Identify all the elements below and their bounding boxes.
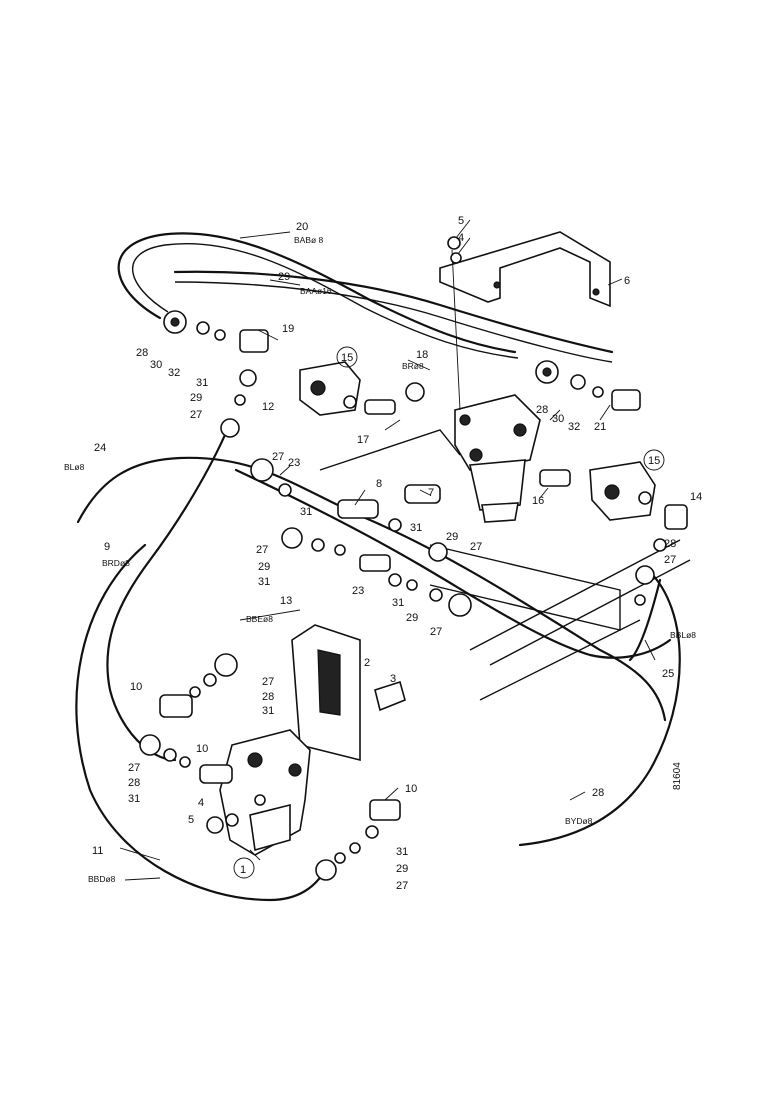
callout-c13: 13 — [280, 595, 292, 607]
hose-11 — [75, 543, 324, 902]
circled-callouts — [233, 346, 665, 879]
callout-c12: 12 — [262, 401, 274, 413]
callout-c31_g: 31 — [128, 793, 140, 805]
callout-c29_e: 29 — [396, 863, 408, 875]
callout-c28_f: 28 — [592, 787, 604, 799]
callout-c28_c: 28 — [664, 538, 676, 550]
callout-c23: 23 — [288, 457, 300, 469]
callout-c15_left: 15 — [341, 352, 353, 364]
valve-central — [451, 249, 541, 523]
hose-24 — [76, 456, 667, 722]
callout-c31_a: 31 — [196, 377, 208, 389]
callout-c31_h: 31 — [396, 846, 408, 858]
frame-rails — [319, 429, 691, 701]
hose-9 — [106, 426, 230, 762]
code-item24: BLø8 — [64, 462, 85, 472]
callout-c8: 8 — [376, 478, 382, 490]
callout-c7: 7 — [428, 487, 434, 499]
code-item29: BAAø16 — [300, 286, 332, 296]
callout-c2: 2 — [364, 657, 370, 669]
callout-c31_b: 31 — [300, 506, 312, 518]
callout-c4_bot: 4 — [198, 797, 204, 809]
callout-c10_b: 10 — [196, 743, 208, 755]
callout-c1: 1 — [240, 864, 246, 876]
callout-c27_f: 27 — [430, 626, 442, 638]
callout-c27_g: 27 — [262, 676, 274, 688]
callout-c3: 3 — [390, 673, 396, 685]
callout-c28_e: 28 — [128, 777, 140, 789]
callout-c31_f: 31 — [262, 705, 274, 717]
hose-20-top-inner — [132, 242, 519, 359]
callout-c21: 21 — [594, 421, 606, 433]
callout-c23_b: 23 — [352, 585, 364, 597]
callout-c32_left: 32 — [168, 367, 180, 379]
valve-15-left — [299, 361, 361, 416]
callout-c30_right: 30 — [552, 413, 564, 425]
callout-c31_d: 31 — [258, 576, 270, 588]
callout-c6: 6 — [624, 275, 630, 287]
callout-c5_top: 5 — [458, 215, 464, 227]
callout-c17: 17 — [357, 434, 369, 446]
callout-c31_e: 31 — [392, 597, 404, 609]
callout-c19: 19 — [282, 323, 294, 335]
callout-c27_i: 27 — [396, 880, 408, 892]
hose-28 — [518, 568, 681, 847]
callout-c27_b: 27 — [272, 451, 284, 463]
callout-c32_right: 32 — [568, 421, 580, 433]
hose-29-top-inner — [174, 281, 613, 363]
hose-25 — [628, 578, 662, 662]
callout-c28_right: 28 — [536, 404, 548, 416]
callout-c10_c: 10 — [405, 783, 417, 795]
hose-20-top — [117, 232, 517, 354]
hose-13 — [234, 468, 672, 659]
hoses — [75, 232, 681, 902]
valve-15-right — [589, 461, 656, 521]
callout-c28_d: 28 — [262, 691, 274, 703]
hose-29-top — [173, 270, 614, 354]
code-item9: BRDø8 — [102, 558, 130, 568]
code-item13: BBEø8 — [246, 614, 273, 624]
fittings — [139, 236, 688, 881]
callout-c10_a: 10 — [130, 681, 142, 693]
code-item25: BBLø8 — [670, 630, 696, 640]
callout-c11: 11 — [92, 845, 103, 857]
callout-c27_d: 27 — [664, 554, 676, 566]
callout-c15_right: 15 — [648, 455, 660, 467]
bracket-6 — [439, 231, 611, 308]
hose-codes: BABø 8 BAAø16 BRø8 BLø8 BRDø8 BBEø8 BBLø… — [64, 235, 696, 884]
callout-c29_a: 29 — [190, 392, 202, 404]
callout-c27_a: 27 — [190, 409, 202, 421]
callout-c18: 18 — [416, 349, 428, 361]
code-item11: BBDø8 — [88, 874, 116, 884]
callout-c27_c: 27 — [470, 541, 482, 553]
callout-c27_h: 27 — [128, 762, 140, 774]
bracket-2 — [291, 624, 406, 762]
code-item18: BRø8 — [402, 361, 424, 371]
callout-c30_left: 30 — [150, 359, 162, 371]
callout-c29_top: 29 — [278, 271, 290, 283]
callout-c27_e: 27 — [256, 544, 268, 556]
callout-c20_top: 20 — [296, 221, 308, 233]
callout-c14: 14 — [690, 491, 702, 503]
callout-c25: 25 — [662, 668, 674, 680]
callout-c31_c: 31 — [410, 522, 422, 534]
valve-1 — [219, 729, 311, 856]
callout-c24: 24 — [94, 442, 106, 454]
callout-c29_b: 29 — [446, 531, 458, 543]
callout-c29_c: 29 — [258, 561, 270, 573]
callout-c4_top: 4 — [458, 232, 464, 244]
code-item28: BYDø8 — [565, 816, 593, 826]
callout-c28_left: 28 — [136, 347, 148, 359]
code-item20: BABø 8 — [294, 235, 324, 245]
callout-c5_bot: 5 — [188, 814, 194, 826]
leader-lines — [119, 219, 656, 881]
drawing-code: 81604 — [672, 762, 683, 790]
callout-c16: 16 — [532, 495, 544, 507]
callout-c29_d: 29 — [406, 612, 418, 624]
callout-c9: 9 — [104, 541, 110, 553]
